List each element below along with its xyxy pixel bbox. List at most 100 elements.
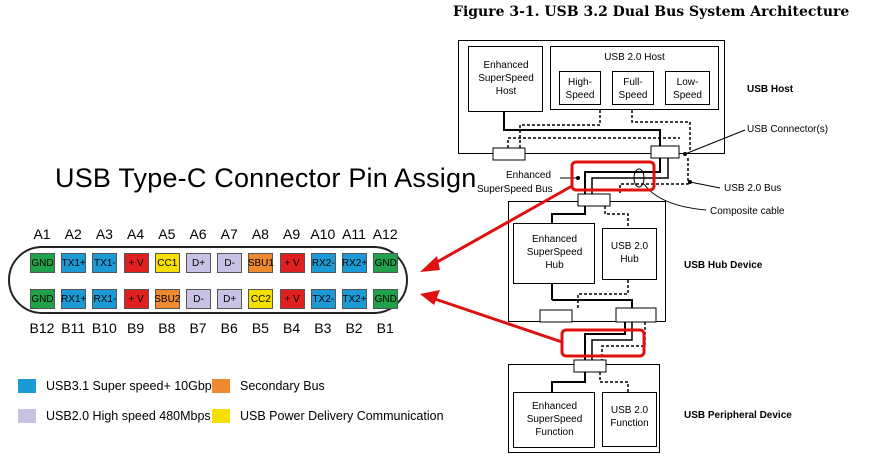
- cable-leader: [643, 183, 707, 211]
- low-speed-label: Low-Speed: [673, 77, 702, 101]
- bottom-pin: GND: [373, 289, 399, 309]
- top-pin-number: A6: [189, 226, 207, 242]
- composite-cable-marker: [633, 168, 645, 188]
- enhanced-superspeed-hub-box: [513, 223, 595, 284]
- enhanced-superspeed-host-label: Enhanced SuperSpeed Host: [478, 60, 534, 97]
- host-usb2-wire-b: [631, 110, 691, 152]
- top-pin: GND: [30, 253, 55, 273]
- usb2-function-box: [602, 392, 657, 447]
- cable2-ss-1: [584, 322, 626, 360]
- bottom-pin: TX2-: [310, 289, 336, 309]
- bottom-pin: D-: [186, 289, 211, 309]
- top-pin: + V: [279, 253, 305, 273]
- top-pin-number: A5: [158, 226, 176, 242]
- legend-swatch-secondary: [212, 379, 230, 393]
- cable-ss-2: [591, 158, 669, 194]
- top-pin-number: A2: [64, 226, 82, 242]
- full-speed-label: Full-Speed: [618, 77, 648, 101]
- bottom-pin: TX2+: [342, 289, 367, 309]
- bottom-pin-number: B7: [189, 320, 207, 336]
- top-pin: RX2+: [342, 253, 367, 273]
- bottom-pin-number: B6: [220, 320, 238, 336]
- hub-upstream-connector: [577, 193, 611, 207]
- connector-leader: [684, 129, 746, 155]
- legend-label-secondary: Secondary Bus: [240, 379, 325, 393]
- bottom-pin-number: B1: [376, 320, 394, 336]
- full-speed-box: [612, 71, 654, 105]
- top-pin: + V: [123, 253, 149, 273]
- bottom-pin-number: B12: [29, 320, 55, 336]
- top-pin-number: A3: [95, 226, 113, 242]
- host-connector-right: [650, 145, 680, 159]
- hub-downstream-connector-right: [615, 307, 657, 323]
- top-pin: CC1: [154, 253, 180, 273]
- figure-title: Figure 3-1. USB 3.2 Dual Bus System Arch…: [453, 4, 850, 20]
- bottom-pin: SBU2: [154, 289, 180, 309]
- bottom-pin-number: B5: [251, 320, 269, 336]
- bottom-pin-number: B11: [61, 320, 86, 336]
- arrow-top-head: [420, 256, 440, 272]
- top-pin-number: A12: [372, 226, 398, 242]
- bottom-pin-number: B10: [91, 320, 117, 336]
- bottom-pin: + V: [123, 289, 149, 309]
- usb2-bus-annotation: USB 2.0 Bus: [724, 183, 782, 194]
- legend-label-usb20: USB2.0 High speed 480Mbps: [46, 409, 211, 423]
- hub-ss-up: [551, 206, 586, 223]
- host-ss-wire: [503, 112, 661, 146]
- bottom-pin-number: B8: [158, 320, 176, 336]
- arrow-bottom-head: [420, 290, 440, 305]
- hub-usb2-down: [577, 280, 629, 310]
- usb-hub-device-label: USB Hub Device: [684, 260, 763, 271]
- top-pin: GND: [373, 253, 399, 273]
- usb2-bus-leader-dot: [688, 180, 692, 184]
- enhanced-superspeed-hub-label: Enhanced SuperSpeed Hub: [526, 234, 583, 271]
- top-pin: TX1-: [92, 253, 118, 273]
- bottom-pin-number: B4: [283, 320, 301, 336]
- usb2-host-title: USB 2.0 Host: [604, 52, 665, 63]
- cable-ss-1: [584, 158, 661, 194]
- top-pin-number: A7: [220, 226, 238, 242]
- top-pin: SBU1: [248, 253, 274, 273]
- bottom-pin-number: B3: [314, 320, 332, 336]
- top-pin-number: A1: [33, 226, 51, 242]
- usb2-hub-box: [602, 228, 657, 280]
- bottom-pin: + V: [279, 289, 305, 309]
- highlight-box-bottom: [560, 328, 646, 358]
- peripheral-usb2-wire: [599, 372, 629, 392]
- cable2-usb2: [601, 322, 646, 360]
- enhanced-superspeed-host-box: [468, 46, 543, 112]
- bottom-pin: GND: [30, 289, 55, 309]
- enhanced-superspeed-function-box: [513, 392, 595, 448]
- pin-assign-title: USB Type-C Connector Pin Assign: [55, 163, 477, 193]
- top-pin: D+: [186, 253, 211, 273]
- hub-downstream-connector-left: [539, 309, 573, 323]
- enhanced-bus-leader-dot: [576, 176, 580, 180]
- low-speed-box: [665, 71, 710, 105]
- top-pin-number: A4: [127, 226, 145, 242]
- arrow-bottom-line: [431, 296, 563, 344]
- bottom-pin: D+: [217, 289, 243, 309]
- host-usb2-wire-a: [507, 137, 680, 148]
- peripheral-connector: [573, 359, 607, 373]
- bottom-pin-number: B2: [345, 320, 363, 336]
- usb2-function-label: USB 2.0 Function: [610, 405, 649, 429]
- legend-swatch-usb31: [18, 379, 36, 393]
- usb2-bus-leader: [689, 181, 721, 189]
- hub-usb2-up: [604, 206, 629, 228]
- legend-swatch-usb20: [18, 409, 36, 423]
- bottom-pin-number: B9: [127, 320, 145, 336]
- host-usb2-wire-c: [519, 110, 601, 148]
- usb-peripheral-device-label: USB Peripheral Device: [684, 410, 792, 421]
- bottom-pin: CC2: [248, 289, 274, 309]
- top-pin-number: A8: [251, 226, 269, 242]
- enhanced-bus-annotation-line2: SuperSpeed Bus: [477, 184, 553, 195]
- highlight-box-top: [570, 160, 656, 192]
- enhanced-bus-annotation-line1: Enhanced: [506, 170, 552, 181]
- high-speed-label: High-Speed: [565, 77, 595, 101]
- legend-label-pd: USB Power Delivery Communication: [240, 409, 444, 423]
- high-speed-box: [559, 71, 601, 105]
- top-pin: RX2-: [310, 253, 336, 273]
- top-pin-number: A9: [283, 226, 301, 242]
- usb-host-label: USB Host: [747, 84, 794, 95]
